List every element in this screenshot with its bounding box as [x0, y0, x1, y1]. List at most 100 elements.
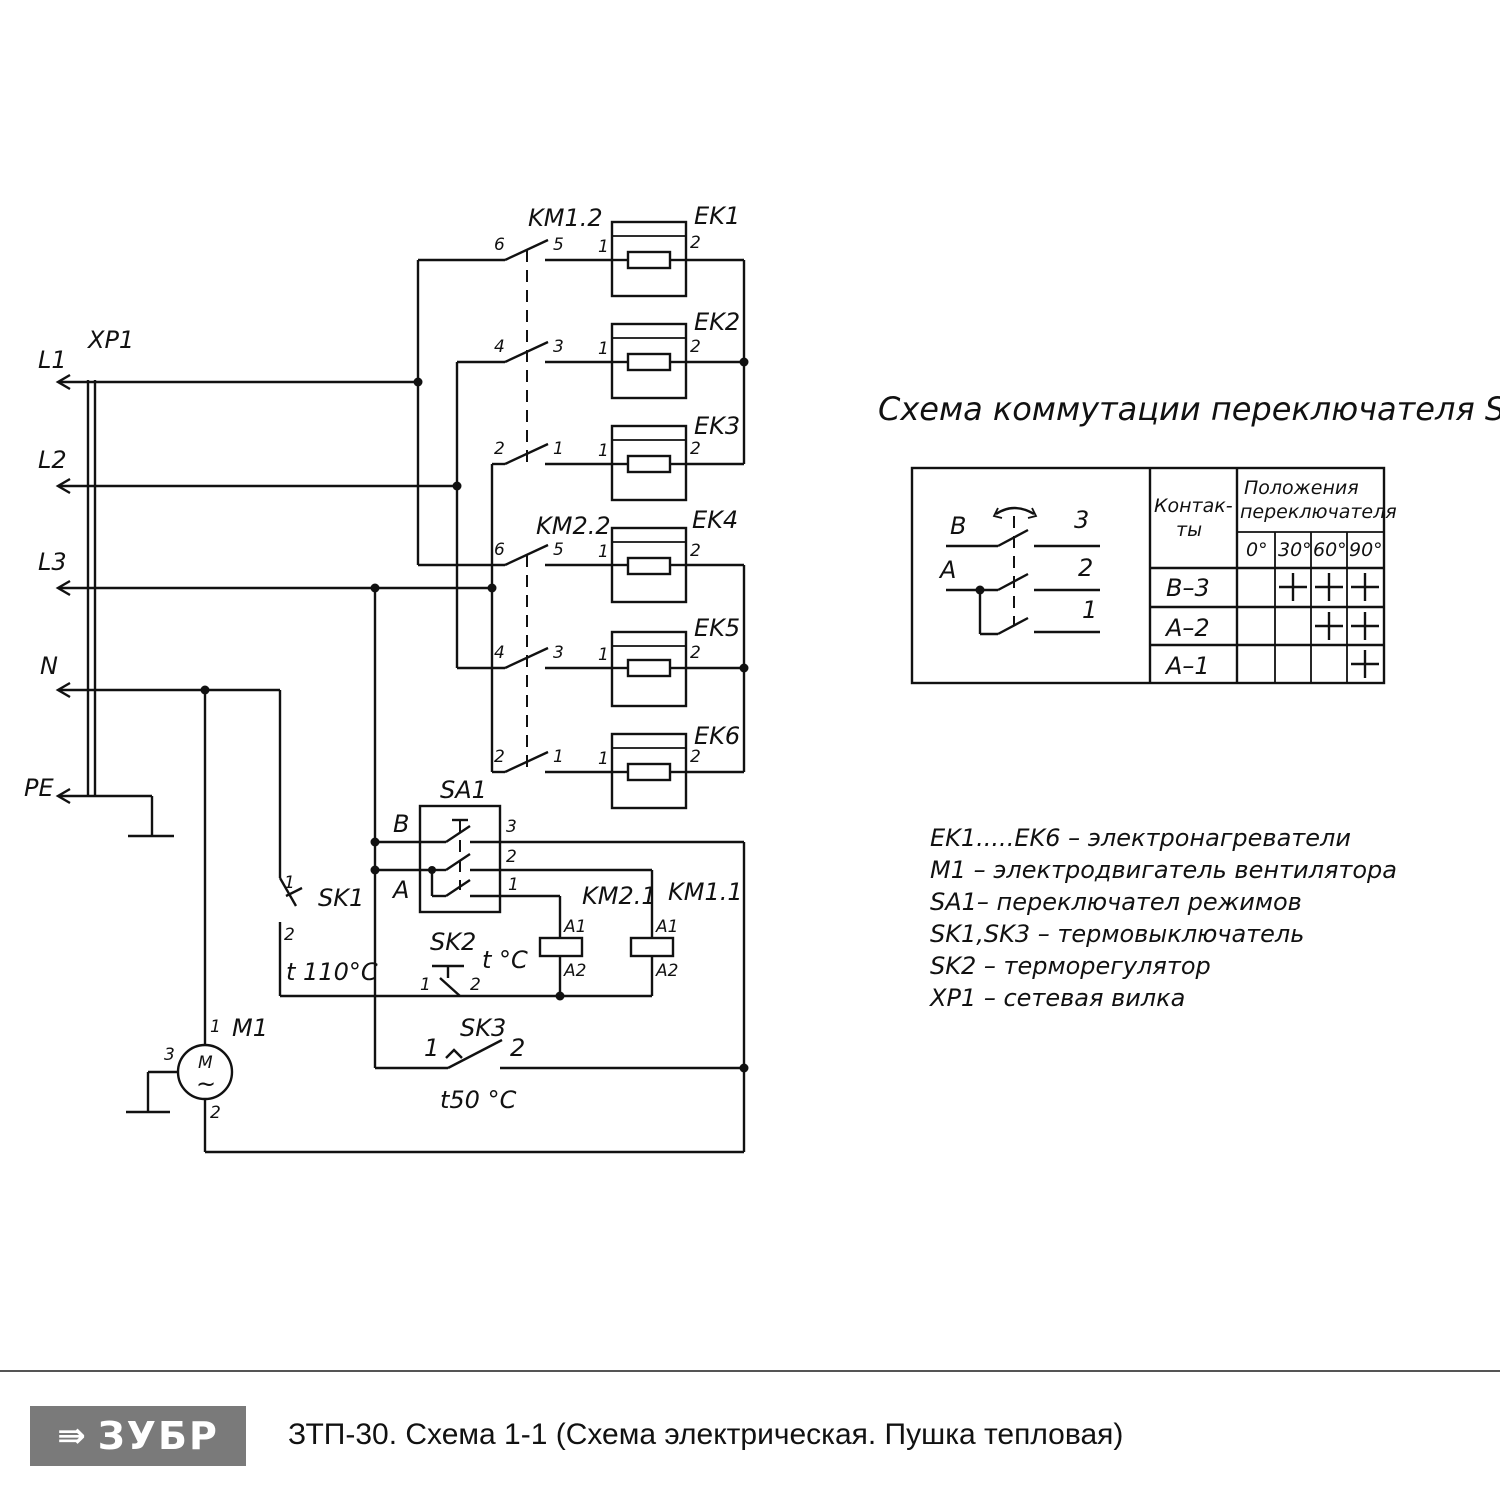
table-diagram-3: 3: [1074, 506, 1089, 534]
heater-ek4: [610, 526, 688, 604]
label-sk1: SK1: [318, 884, 364, 912]
heater-ek5: [610, 630, 688, 708]
pin-3: 3: [553, 337, 564, 357]
sk2-pin-1: 1: [420, 975, 431, 995]
legend-item: SK1,SK3 – термовыключатель: [930, 920, 1304, 948]
motor-pin-2: 2: [210, 1103, 221, 1123]
sa1-pin-2: 2: [506, 847, 517, 867]
heater-pin-1: 1: [598, 339, 609, 359]
legend-item: EK1.....EK6 – электронагреватели: [930, 824, 1351, 852]
table-header-contacts: Контак- ты: [1154, 495, 1239, 541]
control-circuit: [126, 583, 749, 1154]
label-sk1-temp: t 110°C: [286, 958, 378, 986]
label-ek5: EK5: [694, 614, 740, 642]
sa1-table-title: Схема коммутации переключателя SA1: [878, 390, 1500, 428]
caption-text: Схема 1-1 (Схема электрическая. Пушка те…: [397, 1418, 1124, 1451]
table-header-contacts-l1: Контак-: [1154, 495, 1233, 517]
label-sk3: SK3: [460, 1014, 506, 1042]
coil-a2: A2: [563, 961, 586, 981]
motor-pin-3: 3: [164, 1045, 175, 1065]
sk3-pin-2: 2: [510, 1034, 525, 1062]
legend-item: XP1 – сетевая вилка: [928, 984, 1185, 1012]
table-diagram-b: B: [950, 512, 966, 540]
heater-pin-1: 1: [598, 645, 609, 665]
table-pos-60: 60°: [1313, 539, 1347, 561]
phase-distribution: [413, 258, 505, 774]
legend-item: SA1– переключател режимов: [930, 888, 1302, 916]
label-km2-2: KM2.2: [536, 512, 611, 540]
pin-6: 6: [494, 540, 505, 560]
heater-pin-2: 2: [690, 439, 701, 459]
label-ek1: EK1: [694, 202, 740, 230]
heater-pin-2: 2: [690, 541, 701, 561]
table-row-contact: A–1: [1164, 652, 1210, 680]
pin-2: 2: [494, 747, 505, 767]
table-plus-mark: [1315, 612, 1343, 640]
label-ek6: EK6: [694, 722, 740, 750]
legend-item: M1 – электродвигатель вентилятора: [930, 856, 1397, 884]
pin-1: 1: [553, 439, 564, 459]
label-m1: M1: [232, 1014, 268, 1042]
motor-pin-1: 1: [210, 1017, 221, 1037]
table-header-positions: Положения переключателя: [1240, 477, 1397, 523]
table-row-contact: B–3: [1166, 574, 1210, 602]
heater-pin-1: 1: [598, 749, 609, 769]
pin-5: 5: [553, 235, 564, 255]
sa1-pin-1: 1: [508, 875, 519, 895]
label-l3: L3: [38, 548, 67, 576]
mains-plug-xp1: [55, 373, 492, 838]
heaters: [610, 220, 749, 810]
heater-pin-2: 2: [690, 747, 701, 767]
table-plus-mark: [1351, 650, 1379, 678]
heater-pin-2: 2: [690, 233, 701, 253]
pin-4: 4: [494, 643, 505, 663]
pin-6: 6: [494, 235, 505, 255]
footer-caption: ЗТП-30. Схема 1-1 (Схема электрическая. …: [288, 1418, 1123, 1452]
label-ek2: EK2: [694, 308, 740, 336]
label-l2: L2: [38, 446, 67, 474]
label-sa1-a: A: [391, 876, 409, 904]
heater-ek2: [610, 322, 688, 400]
table-diagram-1: 1: [1082, 596, 1097, 624]
table-pos-0: 0°: [1246, 539, 1268, 561]
legend: EK1.....EK6 – электронагреватели M1 – эл…: [928, 824, 1397, 1012]
sa1-pin-3: 3: [506, 817, 517, 837]
model-name: ЗТП-30.: [288, 1418, 398, 1451]
brand-name: ЗУБР: [97, 1414, 219, 1458]
brand-logo: ⇛ ЗУБР: [30, 1406, 246, 1466]
table-plus-mark: [1351, 612, 1379, 640]
pin-5: 5: [553, 540, 564, 560]
heater-pin-1: 1: [598, 542, 609, 562]
coil-a1: A1: [563, 917, 586, 937]
label-ek4: EK4: [692, 506, 738, 534]
label-km1-1: KM1.1: [668, 878, 743, 906]
sa1-switching-table: [910, 466, 1386, 685]
label-ek3: EK3: [694, 412, 740, 440]
label-l1: L1: [38, 346, 67, 374]
heater-pin-2: 2: [690, 643, 701, 663]
table-header-positions-l1: Положения: [1244, 477, 1359, 499]
table-plus-mark: [1315, 573, 1343, 601]
table-pos-30: 30°: [1278, 539, 1312, 561]
heater-pin-1: 1: [598, 237, 609, 257]
label-sa1-b: B: [393, 810, 409, 838]
label-xp1: XP1: [86, 326, 134, 354]
coil-a1: A1: [655, 917, 678, 937]
contactor-contacts: [504, 238, 612, 774]
table-header-positions-l2: переключателя: [1240, 501, 1397, 523]
heater-ek6: [610, 732, 688, 810]
label-sk2-temp: t °C: [482, 946, 528, 974]
table-plus-mark: [1279, 573, 1307, 601]
heater-pin-1: 1: [598, 441, 609, 461]
pin-1: 1: [553, 747, 564, 767]
footer-divider: [0, 1370, 1500, 1372]
table-plus-mark: [1351, 573, 1379, 601]
table-row-contact: A–2: [1164, 614, 1210, 642]
label-km1-2: KM1.2: [528, 204, 603, 232]
motor-symbol-m: M: [198, 1053, 213, 1073]
sk1-pin-1: 1: [284, 873, 295, 893]
label-sk2: SK2: [430, 928, 476, 956]
pin-4: 4: [494, 337, 505, 357]
table-pos-90: 90°: [1349, 539, 1383, 561]
